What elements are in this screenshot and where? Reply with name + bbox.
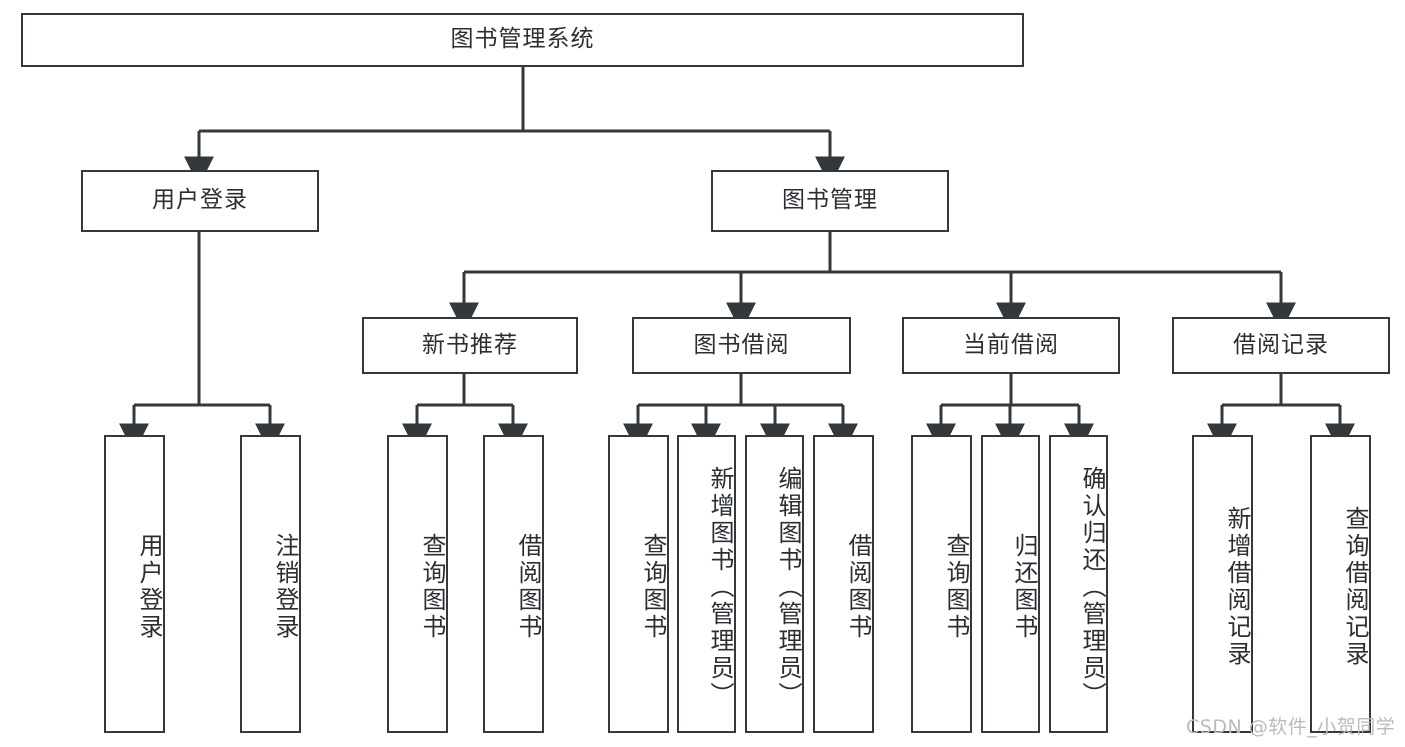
leaf-query-book-1-label: 查询图书: [418, 533, 446, 641]
node-new-book-recommend-label: 新书推荐: [422, 331, 518, 358]
leaf-query-book-3[interactable]: 查询图书: [911, 435, 972, 733]
leaf-borrow-book-1[interactable]: 借阅图书: [483, 435, 544, 733]
leaf-borrow-book-2-label: 借阅图书: [844, 533, 872, 641]
leaf-logout-login[interactable]: 注销登录: [240, 435, 301, 733]
leaf-borrow-book-2[interactable]: 借阅图书: [813, 435, 874, 733]
node-book-borrow[interactable]: 图书借阅: [632, 317, 851, 374]
node-new-book-recommend[interactable]: 新书推荐: [362, 317, 578, 374]
node-root[interactable]: 图书管理系统: [21, 13, 1024, 67]
leaf-query-record-label: 查询借阅记录: [1341, 506, 1369, 668]
leaf-query-book-3-label: 查询图书: [942, 533, 970, 641]
node-book-borrow-label: 图书借阅: [693, 331, 790, 358]
leaf-add-book[interactable]: 新增图书（管理员）: [677, 435, 736, 733]
leaf-confirm-return[interactable]: 确认归还（管理员）: [1049, 435, 1108, 733]
leaf-query-record[interactable]: 查询借阅记录: [1310, 435, 1371, 733]
leaf-query-book-2-label: 查询图书: [639, 533, 667, 641]
leaf-add-book-label: 新增图书（管理员）: [706, 465, 734, 709]
leaf-user-login-label: 用户登录: [135, 533, 163, 641]
leaf-user-login[interactable]: 用户登录: [104, 435, 165, 733]
node-user-login-label: 用户登录: [152, 187, 248, 214]
node-root-label: 图书管理系统: [450, 26, 595, 53]
node-current-borrow[interactable]: 当前借阅: [902, 317, 1120, 374]
leaf-add-record-label: 新增借阅记录: [1223, 506, 1251, 668]
node-borrow-record-label: 借阅记录: [1233, 331, 1329, 358]
leaf-return-book[interactable]: 归还图书: [981, 435, 1040, 733]
leaf-borrow-book-1-label: 借阅图书: [514, 533, 542, 641]
node-current-borrow-label: 当前借阅: [963, 331, 1059, 358]
node-user-login[interactable]: 用户登录: [81, 170, 319, 232]
leaf-edit-book[interactable]: 编辑图书（管理员）: [745, 435, 804, 733]
leaf-edit-book-label: 编辑图书（管理员）: [774, 465, 802, 709]
node-book-manage[interactable]: 图书管理: [711, 170, 949, 232]
leaf-logout-login-label: 注销登录: [271, 533, 299, 641]
leaf-add-record[interactable]: 新增借阅记录: [1192, 435, 1253, 733]
node-book-manage-label: 图书管理: [782, 187, 878, 214]
node-borrow-record[interactable]: 借阅记录: [1172, 317, 1390, 374]
leaf-query-book-1[interactable]: 查询图书: [387, 435, 448, 733]
leaf-query-book-2[interactable]: 查询图书: [608, 435, 669, 733]
leaf-confirm-return-label: 确认归还（管理员）: [1078, 465, 1106, 709]
csdn-watermark: CSDN @软件_小贺同学: [1186, 716, 1396, 738]
leaf-return-book-label: 归还图书: [1010, 533, 1038, 641]
